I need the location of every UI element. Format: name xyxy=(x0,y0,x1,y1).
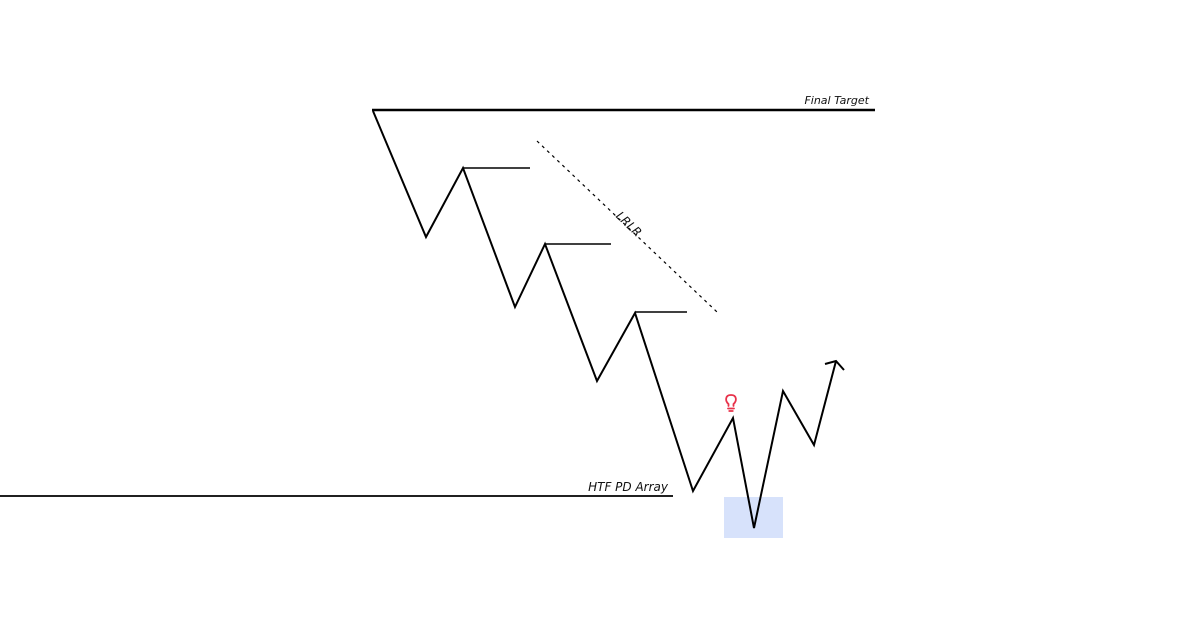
liquidity-sweep-zone xyxy=(724,497,783,538)
lrlr-label: LRLR xyxy=(613,209,644,240)
final-target-label: Final Target xyxy=(804,94,869,107)
price-path xyxy=(372,110,837,529)
lightbulb-icon xyxy=(725,394,737,412)
htf-pd-array-label: HTF PD Array xyxy=(588,480,669,494)
arrow-head xyxy=(824,359,845,371)
